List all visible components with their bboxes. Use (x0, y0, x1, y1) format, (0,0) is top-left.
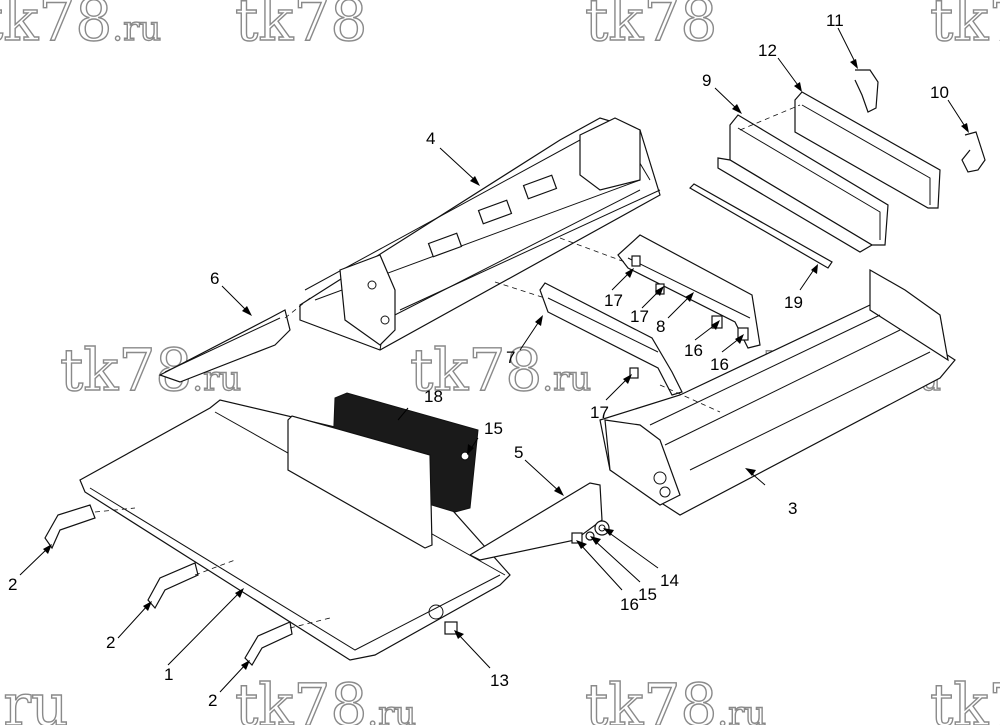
callout-2: 2 (8, 575, 17, 594)
watermark: tk78 (585, 0, 717, 54)
part-6-side-bracket (158, 309, 291, 383)
callout-18: 18 (424, 387, 443, 406)
callout-16: 16 (620, 595, 639, 614)
callout-16: 16 (684, 341, 703, 360)
watermark: .ru (0, 671, 69, 725)
callout-10: 10 (930, 83, 949, 102)
watermark: tk78 (235, 0, 367, 54)
callout-4: 4 (426, 129, 435, 148)
callout-7: 7 (506, 348, 515, 367)
part-8-rail (617, 234, 761, 349)
callout-17: 17 (590, 403, 609, 422)
part-10-clip (961, 131, 986, 173)
callout-11: 11 (826, 11, 844, 30)
watermark: tk78 (930, 671, 1000, 725)
callout-6: 6 (210, 269, 219, 288)
part-2-brackets (44, 504, 293, 666)
part-19-strip (689, 183, 833, 269)
part-11-clip (854, 69, 879, 113)
watermark: tk78.ru (0, 0, 161, 54)
callout-16: 16 (710, 355, 729, 374)
callout-3: 3 (788, 499, 797, 518)
callout-15: 15 (484, 419, 503, 438)
callout-8: 8 (656, 317, 665, 336)
callout-5: 5 (514, 443, 523, 462)
callout-1: 1 (164, 665, 173, 684)
watermark: tk78 (930, 0, 1000, 54)
watermark: tk78.ru (235, 671, 416, 725)
assembly-lines (94, 104, 801, 629)
callout-labels: 1 2 2 2 3 4 5 6 7 8 9 10 11 12 13 14 15 … (8, 11, 949, 710)
callout-14: 14 (660, 571, 679, 590)
leader-lines (19, 27, 969, 693)
callout-2: 2 (106, 633, 115, 652)
callout-12: 12 (758, 41, 777, 60)
part-18-frame (287, 415, 433, 549)
part-7-rail (539, 282, 683, 396)
callout-17: 17 (630, 307, 649, 326)
callout-19: 19 (784, 293, 803, 312)
part-5-bracket (468, 482, 603, 561)
part-3-base-frame (599, 268, 956, 516)
callout-15: 15 (638, 585, 657, 604)
watermark: tk78.ru (60, 336, 241, 404)
callout-2: 2 (208, 691, 217, 710)
callout-13: 13 (490, 671, 509, 690)
part-9-channel (717, 114, 889, 253)
callout-9: 9 (702, 71, 711, 90)
part-4-main-frame (299, 117, 661, 351)
watermark: tk78.ru (585, 671, 766, 725)
callout-17: 17 (604, 291, 623, 310)
watermark: tk78.ru (410, 336, 591, 404)
